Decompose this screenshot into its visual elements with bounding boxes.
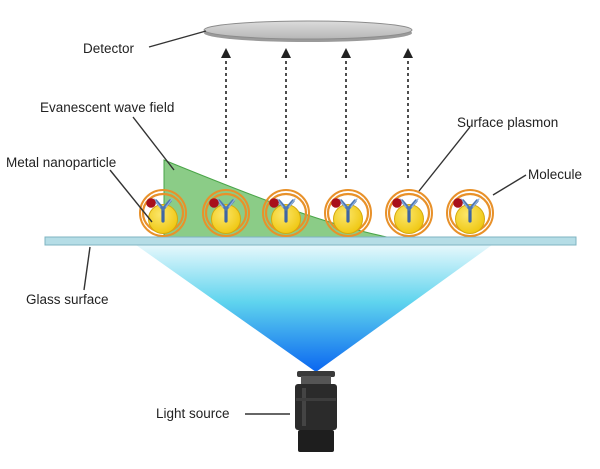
nanoparticle-leader [109,169,153,223]
nanoparticle-5 [384,188,434,238]
nanoparticle-6 [445,188,495,238]
molecule-label: Molecule [528,167,582,182]
signal-arrows [225,56,409,178]
molecule-leader [492,174,527,196]
metal-nanoparticle-label: Metal nanoparticle [6,155,116,170]
nanoparticle-4 [323,188,373,238]
light-source-label: Light source [156,406,230,421]
glass-surface-label: Glass surface [26,292,109,307]
detector-disc [203,20,413,42]
glass-surface [44,236,577,246]
plasmon-leader [418,126,471,192]
leader-lines [83,30,527,415]
evanescent-label: Evanescent wave field [40,100,174,115]
detector-leader [148,30,207,48]
glass-leader [83,246,91,291]
light-beam [136,245,492,372]
arrowheads [221,48,413,58]
surface-plasmon-label: Surface plasmon [457,115,558,130]
objective-lens-icon [295,371,337,452]
evanescent-leader [132,116,175,171]
detector-label: Detector [83,41,135,56]
